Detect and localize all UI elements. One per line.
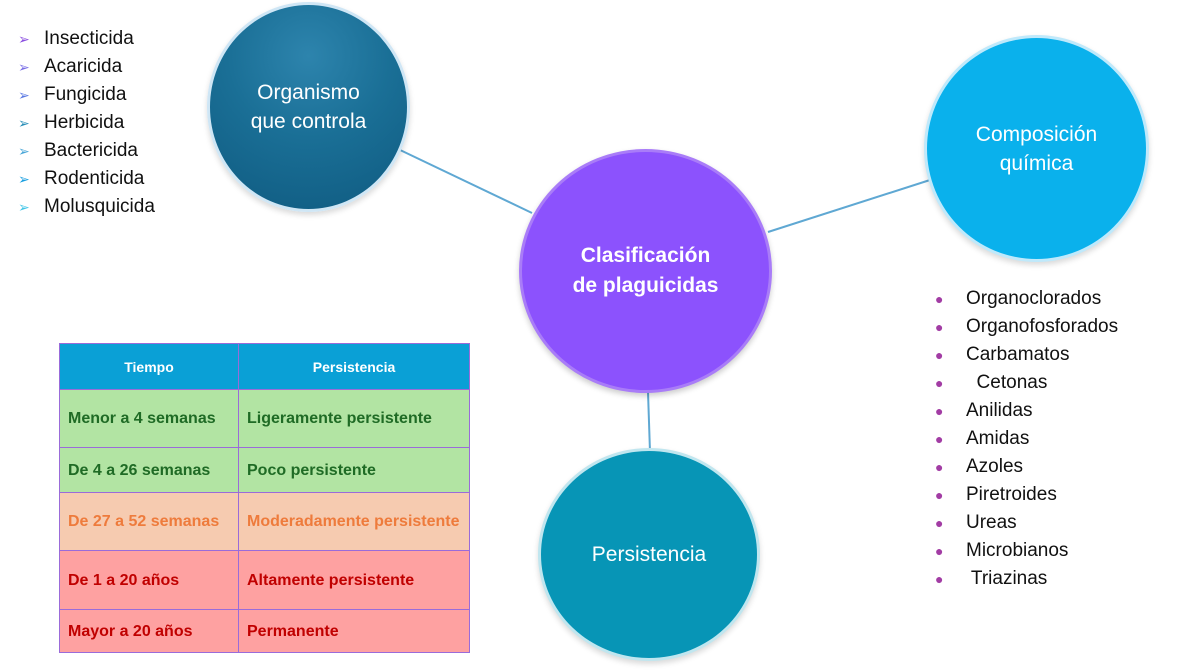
cell-persistencia: Moderadamente persistente: [238, 492, 470, 551]
connector-center-organismo: [397, 148, 533, 214]
list-item: ➢ Bactericida: [18, 137, 155, 165]
organismo-list: ➢ Insecticida ➢ Acaricida ➢ Fungicida ➢ Herb…: [18, 25, 155, 221]
list-item-label: Acaricida: [44, 56, 123, 77]
cell-persistencia: Altamente persistente: [238, 550, 470, 610]
dot-bullet-icon: ●: [935, 571, 944, 587]
dot-bullet-icon: ●: [935, 347, 944, 363]
dot-bullet-icon: ●: [935, 431, 944, 447]
arrow-bullet-icon: ➢: [18, 199, 30, 215]
header-tiempo: Tiempo: [59, 343, 239, 390]
dot-bullet-icon: ●: [935, 375, 944, 391]
table-row: Menor a 4 semanas Ligeramente persistent…: [59, 389, 470, 448]
list-item: ● Ureas: [935, 509, 1118, 537]
header-persistencia: Persistencia: [238, 343, 470, 390]
list-item-label: Microbianos: [966, 540, 1069, 561]
list-item-label: Triazinas: [966, 568, 1048, 589]
list-item-label: Insecticida: [44, 28, 134, 49]
cell-tiempo: De 4 a 26 semanas: [59, 447, 239, 493]
dot-bullet-icon: ●: [935, 487, 944, 503]
arrow-bullet-icon: ➢: [18, 115, 30, 131]
list-item-label: Carbamatos: [966, 344, 1070, 365]
list-item: ➢ Molusquicida: [18, 193, 155, 221]
node-composicion-label: Composición química: [975, 122, 1098, 175]
cell-persistencia: Poco persistente: [238, 447, 470, 493]
node-persistencia: Persistencia: [538, 448, 760, 661]
arrow-bullet-icon: ➢: [18, 143, 30, 159]
persistence-table: Tiempo Persistencia Menor a 4 semanas Li…: [59, 343, 470, 653]
table-row: De 1 a 20 años Altamente persistente: [59, 550, 470, 610]
list-item: ● Triazinas: [935, 565, 1118, 593]
list-item: ● Cetonas: [935, 369, 1118, 397]
table-row: De 27 a 52 semanas Moderadamente persist…: [59, 492, 470, 551]
list-item-label: Molusquicida: [44, 196, 155, 217]
arrow-bullet-icon: ➢: [18, 31, 30, 47]
list-item-label: Rodenticida: [44, 168, 145, 189]
node-persistencia-label: Persistencia: [591, 543, 707, 566]
list-item: ● Organoclorados: [935, 285, 1118, 313]
connector-center-composicion: [767, 179, 931, 233]
composicion-list: ● Organoclorados ● Organofosforados ● Carba…: [935, 285, 1118, 593]
list-item: ● Microbianos: [935, 537, 1118, 565]
node-composicion-quimica: Composición química: [924, 35, 1149, 262]
arrow-bullet-icon: ➢: [18, 87, 30, 103]
list-item-label: Amidas: [966, 428, 1030, 449]
node-organismo-label: Organismo que controla: [250, 81, 367, 133]
node-center-label: Clasificación de plaguicidas: [572, 244, 719, 297]
dot-bullet-icon: ●: [935, 291, 944, 307]
arrow-bullet-icon: ➢: [18, 59, 30, 75]
list-item-label: Piretroides: [966, 484, 1057, 505]
cell-tiempo: Menor a 4 semanas: [59, 389, 239, 448]
list-item-label: Fungicida: [44, 84, 127, 105]
dot-bullet-icon: ●: [935, 543, 944, 559]
list-item: ● Azoles: [935, 453, 1118, 481]
dot-bullet-icon: ●: [935, 515, 944, 531]
cell-tiempo: De 1 a 20 años: [59, 550, 239, 610]
list-item-label: Organofosforados: [966, 316, 1119, 337]
list-item: ➢ Acaricida: [18, 53, 155, 81]
table-header-row: Tiempo Persistencia: [59, 343, 470, 390]
list-item: ➢ Rodenticida: [18, 165, 155, 193]
dot-bullet-icon: ●: [935, 403, 944, 419]
cell-tiempo: Mayor a 20 años: [59, 609, 239, 653]
dot-bullet-icon: ●: [935, 319, 944, 335]
connector-center-persistencia: [647, 391, 651, 453]
list-item: ● Amidas: [935, 425, 1118, 453]
list-item-label: Ureas: [966, 512, 1017, 533]
table-row: De 4 a 26 semanas Poco persistente: [59, 447, 470, 493]
list-item: ● Anilidas: [935, 397, 1118, 425]
list-item: ➢ Fungicida: [18, 81, 155, 109]
dot-bullet-icon: ●: [935, 459, 944, 475]
list-item: ● Organofosforados: [935, 313, 1118, 341]
node-organismo-que-controla: Organismo que controla: [207, 2, 410, 212]
node-clasificacion-central: Clasificación de plaguicidas: [519, 149, 772, 393]
list-item-label: Bactericida: [44, 140, 138, 161]
list-item-label: Herbicida: [44, 112, 125, 133]
list-item-label: Organoclorados: [966, 288, 1102, 309]
list-item: ● Carbamatos: [935, 341, 1118, 369]
cell-tiempo: De 27 a 52 semanas: [59, 492, 239, 551]
list-item-label: Anilidas: [966, 400, 1033, 421]
table-row: Mayor a 20 años Permanente: [59, 609, 470, 653]
cell-persistencia: Ligeramente persistente: [238, 389, 470, 448]
arrow-bullet-icon: ➢: [18, 171, 30, 187]
list-item: ➢ Herbicida: [18, 109, 155, 137]
list-item: ● Piretroides: [935, 481, 1118, 509]
list-item-label: Cetonas: [966, 372, 1048, 393]
list-item-label: Azoles: [966, 456, 1024, 477]
cell-persistencia: Permanente: [238, 609, 470, 653]
list-item: ➢ Insecticida: [18, 25, 155, 53]
